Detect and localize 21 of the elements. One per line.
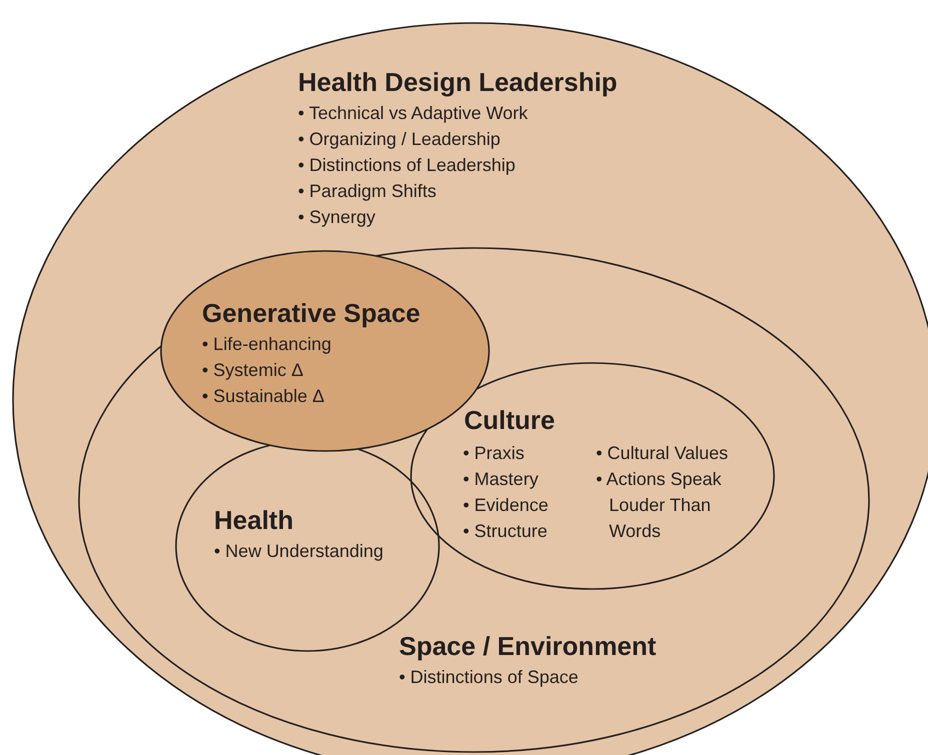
region-title: Health	[214, 504, 294, 536]
bullet-item: • Distinctions of Space	[399, 666, 578, 689]
bullet-item: • Systemic Δ	[202, 359, 304, 382]
region-title: Generative Space	[202, 297, 420, 329]
bullet-item: • Sustainable Δ	[202, 385, 324, 408]
bullet-item: • Distinctions of Leadership	[298, 154, 516, 177]
bullet-item: • Actions Speak Louder Than Words	[596, 468, 722, 543]
bullet-item: • Structure	[463, 520, 548, 543]
bullet-item: • Praxis	[463, 442, 524, 465]
region-title: Culture	[464, 404, 555, 436]
region-title: Space / Environment	[399, 630, 656, 662]
bullet-item: • Organizing / Leadership	[298, 128, 500, 151]
bullet-item: • New Understanding	[214, 540, 384, 563]
bullet-item: • Cultural Values	[596, 442, 728, 465]
bullet-item: • Synergy	[298, 206, 376, 229]
bullet-item: • Mastery	[463, 468, 538, 491]
bullet-item: • Technical vs Adaptive Work	[298, 102, 528, 125]
bullet-item: • Paradigm Shifts	[298, 180, 436, 203]
bullet-item: • Evidence	[463, 494, 548, 517]
region-title: Health Design Leadership	[298, 66, 618, 98]
bullet-item: • Life-enhancing	[202, 333, 332, 356]
